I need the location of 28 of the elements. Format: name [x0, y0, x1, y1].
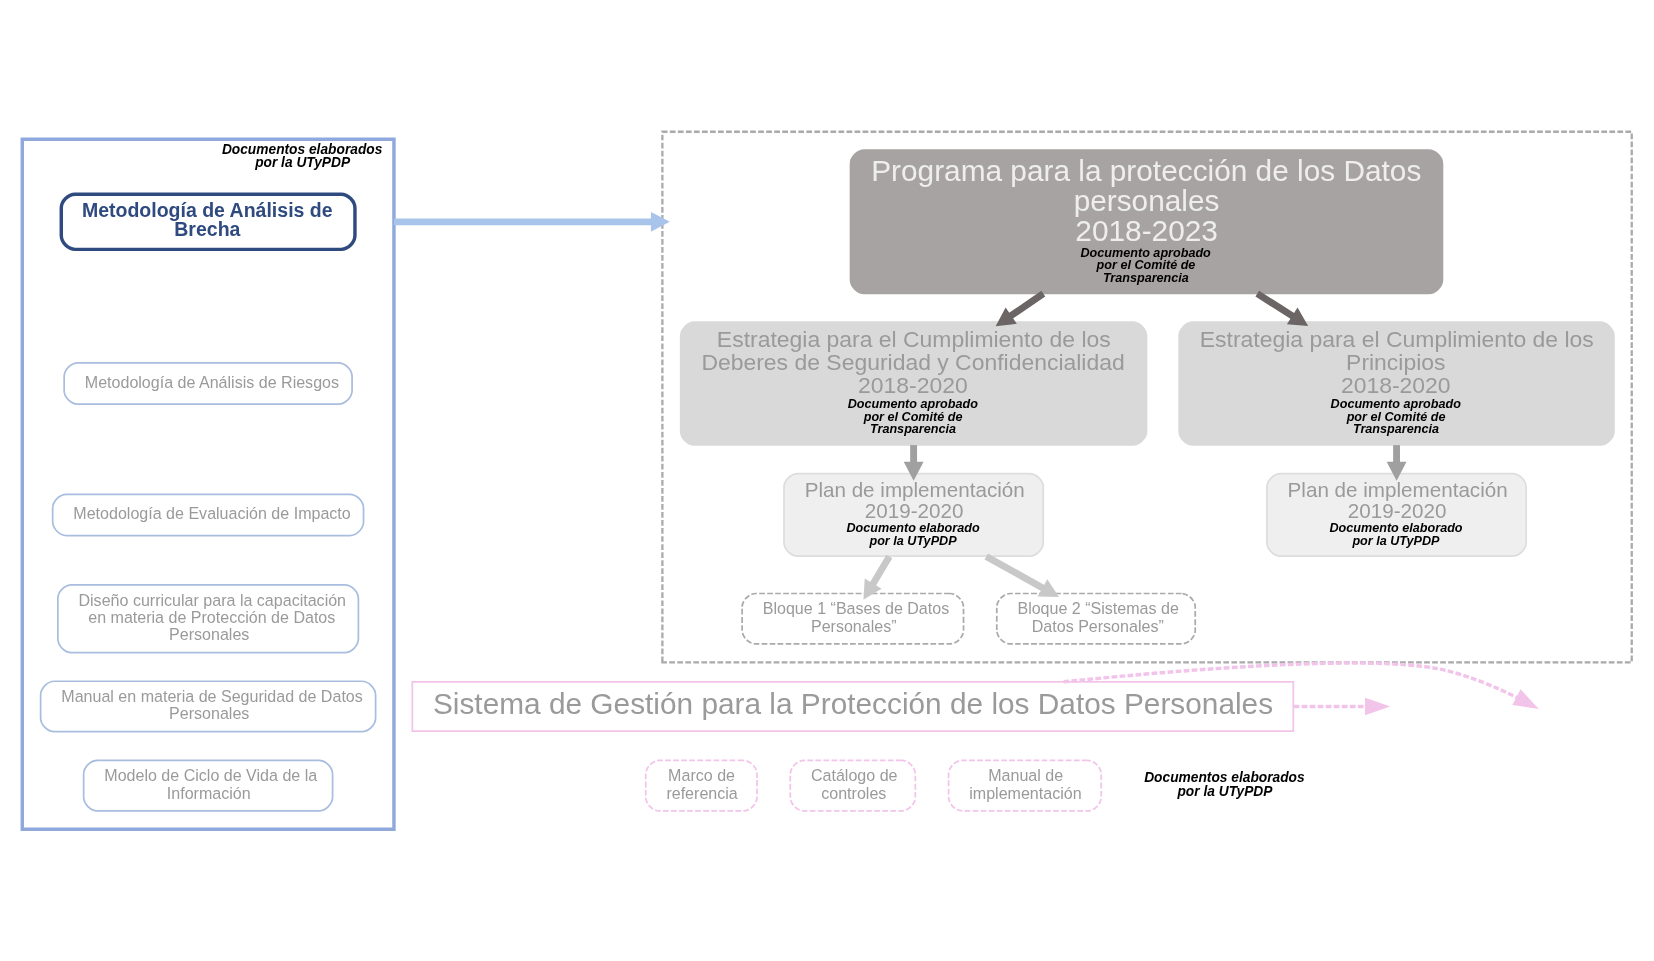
- arrow: [984, 553, 1059, 597]
- arrow: [1255, 290, 1309, 327]
- arrow: [393, 211, 670, 232]
- node-box: Modelo de Ciclo de Vida de la Información: [82, 759, 334, 812]
- node-box: Bloque 1 “Bases de Datos Personales”: [741, 592, 965, 645]
- arrow: [863, 554, 893, 600]
- node-box: Catálogo de controles: [789, 759, 917, 812]
- arrow: [1293, 697, 1391, 716]
- node-box: Estrategia para el Cumplimiento de los Deberes de Seguridad y Confidencialidad 2018-2020 Documento aprobado por el Comité de Transparencia: [679, 321, 1148, 446]
- node-box: Sistema de Gestión para la Protección de los Datos Personales: [411, 680, 1295, 732]
- node-box: Estrategia para el Cumplimiento de los Principios 2018-2020 Documento aprobado por el Comité de Transparencia: [1178, 321, 1615, 446]
- node-box: Programa para la protección de los Datos personales 2018-2023 Documento aprobado por el Comité de Transparencia: [849, 149, 1444, 295]
- node-box: Marco de referencia: [644, 759, 758, 812]
- arrow: [1386, 445, 1407, 481]
- node-box: Manual de implementación: [947, 759, 1103, 812]
- node-box: Metodología de Análisis de Brecha: [59, 192, 357, 252]
- node-box: Metodología de Análisis de Riesgos: [63, 362, 353, 406]
- node-box: Manual en materia de Seguridad de Datos Personales: [39, 680, 377, 733]
- node-box: Diseño curricular para la capacitación en materia de Protección de Datos Personales: [56, 584, 360, 654]
- node-box: Bloque 2 “Sistemas de Datos Personales”: [995, 592, 1197, 645]
- node-box: Plan de implementación 2019-2020 Documento elaborado por la UTyPDP: [783, 472, 1045, 558]
- arrow: [903, 445, 924, 481]
- arrow: [1063, 661, 1539, 709]
- node-box: Metodología de Evaluación de Impacto: [51, 493, 365, 537]
- node-box: Plan de implementación 2019-2020 Documento elaborado por la UTyPDP: [1266, 472, 1528, 558]
- cluster: [661, 130, 1633, 664]
- label: Documentos elaborados por la UTyPDP: [1144, 769, 1305, 799]
- arrow: [995, 290, 1046, 327]
